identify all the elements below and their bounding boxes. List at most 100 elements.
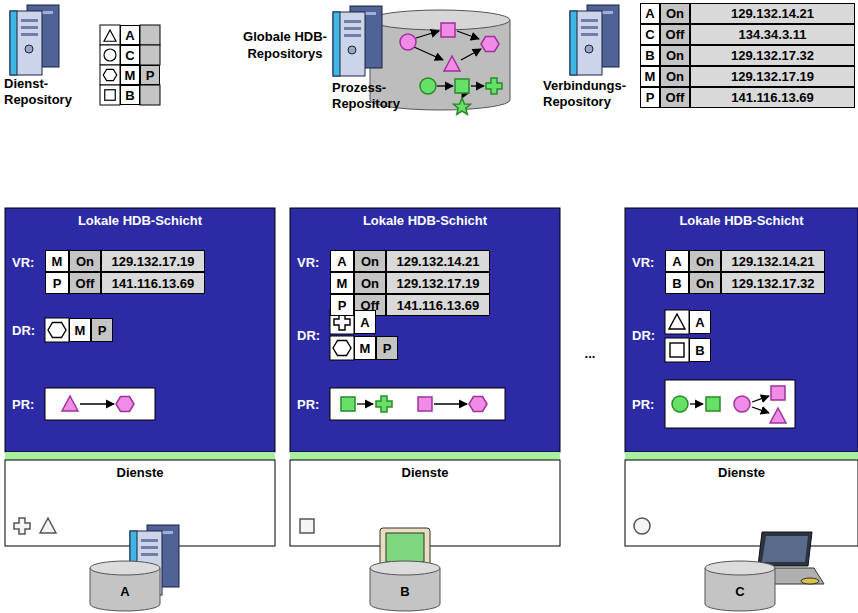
table-cell: P <box>640 87 660 108</box>
repository-cylinder <box>370 10 510 30</box>
process-symbol <box>62 386 786 423</box>
services-box: Dienste <box>290 460 560 546</box>
table-cell: M <box>69 318 91 342</box>
separator-stripe <box>5 452 275 460</box>
heading: Globale HDB-Repositorys <box>215 28 355 68</box>
dr-symbol-cell <box>45 318 69 342</box>
table-cell: B <box>665 272 689 294</box>
repository-tag: VR: <box>297 250 329 274</box>
service-symbol <box>40 518 56 533</box>
table-cell: 129.132.14.21 <box>386 250 490 272</box>
process-arrow <box>434 403 467 404</box>
table-cell: M <box>120 65 140 85</box>
dr-symbol-cell <box>45 310 689 362</box>
node-title: Dienste <box>5 460 275 480</box>
process-symbol <box>706 397 720 411</box>
separator-stripe <box>290 452 560 460</box>
table-cell: Off <box>660 24 690 45</box>
process-arrow <box>471 85 484 86</box>
table-cell: A <box>689 310 711 334</box>
repository-tag: DR: <box>12 318 44 342</box>
node-title: B <box>370 576 440 608</box>
service-table <box>100 25 160 105</box>
process-symbol <box>376 396 392 412</box>
table-cell: 129.132.17.32 <box>690 45 855 66</box>
table-cell: Off <box>69 272 101 294</box>
separator-stripe <box>5 452 858 460</box>
process-symbol <box>420 78 436 94</box>
service-symbol <box>48 323 66 338</box>
service-symbol <box>634 518 650 534</box>
process-symbol <box>441 23 455 37</box>
table-cell: Off <box>660 87 690 108</box>
process-symbol <box>116 397 134 412</box>
table-cell: P <box>45 272 69 294</box>
service-symbol <box>14 518 30 534</box>
process-symbol <box>771 386 785 400</box>
table-cell: 129.132.14.21 <box>721 250 825 272</box>
table-cell: C <box>640 24 660 45</box>
process-symbol <box>62 396 78 411</box>
service-symbol <box>103 69 117 80</box>
pr-box <box>45 380 795 428</box>
table-cell: P <box>140 65 160 85</box>
repository-name: Verbindungs- Repository <box>543 78 639 112</box>
node-title: A <box>90 576 160 608</box>
service-table <box>100 45 120 65</box>
repository-cylinder <box>370 10 510 110</box>
repository-tag: PR: <box>632 392 664 416</box>
repository-tag: DR: <box>632 323 664 347</box>
table-cell: M <box>330 272 354 294</box>
pr-box <box>45 388 155 420</box>
database-cylinder: A <box>90 576 160 608</box>
node-title: Dienste <box>625 460 858 480</box>
process-symbol <box>672 396 688 412</box>
table-cell: 129.132.17.19 <box>690 66 855 87</box>
table-cell: 141.116.13.69 <box>690 87 855 108</box>
services-box <box>625 460 858 546</box>
dr-symbol-cell <box>665 338 689 362</box>
repository-tag: PR: <box>12 392 44 416</box>
table-cell: 134.34.3.11 <box>690 24 855 45</box>
process-symbol <box>444 56 460 71</box>
table-cell: A <box>330 250 354 272</box>
table-cell: M <box>640 66 660 87</box>
process-symbol <box>400 34 416 50</box>
table-cell: B <box>640 45 660 66</box>
table-cell: On <box>354 272 386 294</box>
table-cell: 141.116.13.69 <box>101 272 205 294</box>
table-cell: 129.132.17.32 <box>721 272 825 294</box>
process-arrow <box>690 403 703 404</box>
process-symbol <box>341 397 355 411</box>
process-arrow <box>457 31 479 39</box>
table-cell: 129.132.17.19 <box>101 250 205 272</box>
pr-box <box>330 388 505 420</box>
process-arrow <box>416 31 439 38</box>
table-cell: A <box>120 25 140 45</box>
service-table <box>100 65 120 85</box>
table-cell: A <box>665 250 689 272</box>
layer-panel <box>290 208 560 452</box>
process-symbol <box>469 397 487 412</box>
table-cell: A <box>354 310 376 334</box>
database-cylinder <box>705 561 775 575</box>
service-symbol <box>669 314 685 329</box>
process-symbol <box>400 23 499 71</box>
services-box: Dienste <box>625 460 858 546</box>
process-arrow <box>414 47 443 60</box>
repository-tag: DR: <box>297 323 329 347</box>
table-cell: On <box>660 45 690 66</box>
table-cell: P <box>330 294 354 316</box>
ellipsis: ... <box>575 343 605 363</box>
process-arrow <box>752 407 769 413</box>
service-symbol <box>334 314 350 330</box>
server-icon <box>570 5 619 75</box>
process-arrow <box>752 396 769 402</box>
table-cell: 129.132.17.19 <box>386 272 490 294</box>
process-arrow <box>437 85 453 86</box>
server-icon <box>10 5 59 75</box>
service-table <box>100 25 120 45</box>
table-cell: P <box>91 318 113 342</box>
repository-tag: VR: <box>632 250 664 274</box>
